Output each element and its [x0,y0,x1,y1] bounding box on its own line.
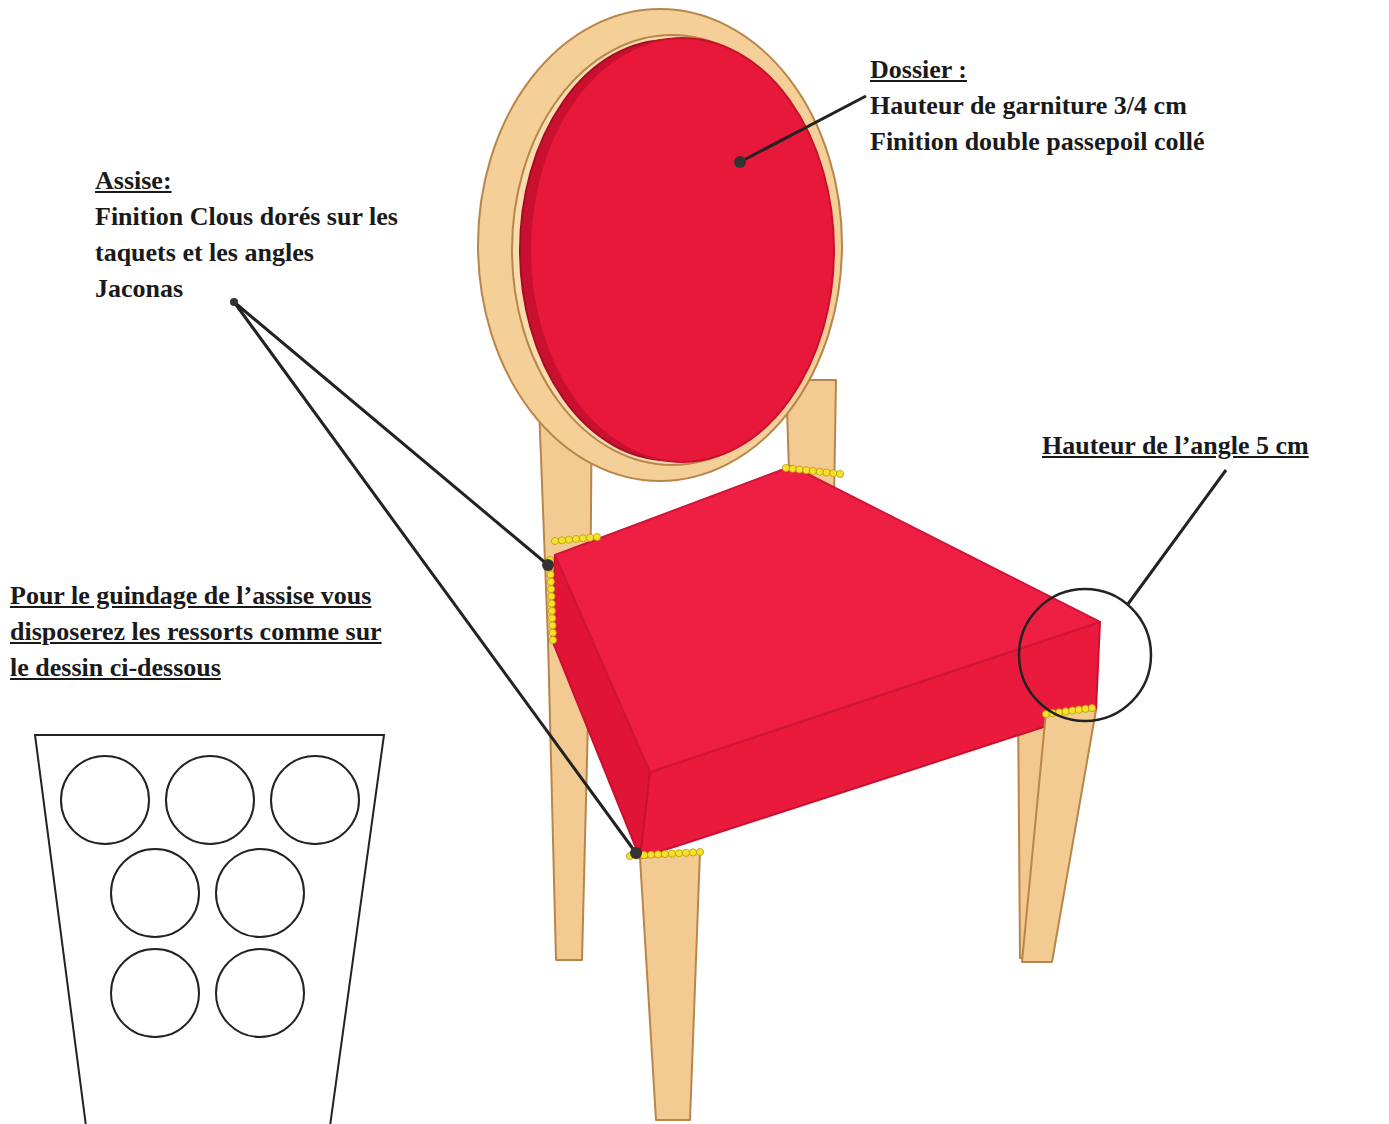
gold-nail [547,571,554,578]
gold-nail [1088,704,1095,711]
gold-nail [654,851,661,858]
gold-nail [549,622,556,629]
gold-nail [565,536,572,543]
gold-nail [682,849,689,856]
gold-nail [1075,706,1082,713]
leader-dot [230,298,238,306]
leader-line [234,302,636,853]
seat-outline [35,735,384,1124]
callout-label: Hauteur de l’angle 5 cm [1042,428,1309,464]
gold-nail [586,534,593,541]
gold-nail [549,636,556,643]
gold-nail [572,535,579,542]
spring [111,849,199,937]
back-frame [478,9,842,481]
gold-nail [696,848,703,855]
chair-leg [1022,710,1096,962]
gold-nail [1082,705,1089,712]
detail-circle [1019,589,1151,721]
spring-layout [35,735,384,1124]
gold-nail [548,607,555,614]
callout-label: Dossier : [870,52,967,88]
gold-nail [816,468,823,475]
gold-nail [668,850,675,857]
gold-nail [579,535,586,542]
gold-nail [809,467,816,474]
spring [271,756,359,844]
gold-nail [593,533,600,540]
gold-nail [1062,708,1069,715]
gold-nail [647,851,654,858]
gold-nail [689,849,696,856]
callout-label: Assise: [95,163,172,199]
back-cushion [530,38,834,462]
gold-nail [548,593,555,600]
gold-nail [796,466,803,473]
leader-line [1128,470,1226,604]
gold-nail [675,850,682,857]
spring [166,756,254,844]
gold-nail [661,850,668,857]
gold-nails [546,464,1095,859]
callout-label: Finition Clous dorés sur les taquets et … [95,199,440,271]
leader-line [740,96,866,162]
gold-nail [782,464,789,471]
leader-dot [630,847,642,859]
callout-label: Jaconas [95,271,183,307]
spring [111,949,199,1037]
gold-nail [1069,707,1076,714]
chair-leg [640,852,700,1120]
gold-nail [549,629,556,636]
gold-nail [548,600,555,607]
leader-line [234,302,548,565]
callout-label: Finition double passepoil collé [870,124,1204,160]
callout-label: Pour le guindage de l’assise vous dispos… [10,578,390,686]
chair [478,9,1100,1120]
seat-top [555,466,1100,772]
gold-nail [830,470,837,477]
spring [216,849,304,937]
gold-nail [558,537,565,544]
gold-nail [549,615,556,622]
gold-nail [551,537,558,544]
callout-label: Hauteur de garniture 3/4 cm [870,88,1187,124]
leader-dot [542,559,554,571]
gold-nail [789,465,796,472]
gold-nail [823,469,830,476]
gold-nail [836,470,843,477]
spring [216,949,304,1037]
gold-nail [803,467,810,474]
gold-nail [547,585,554,592]
leader-dot [734,156,746,168]
spring [61,756,149,844]
gold-nail [547,578,554,585]
